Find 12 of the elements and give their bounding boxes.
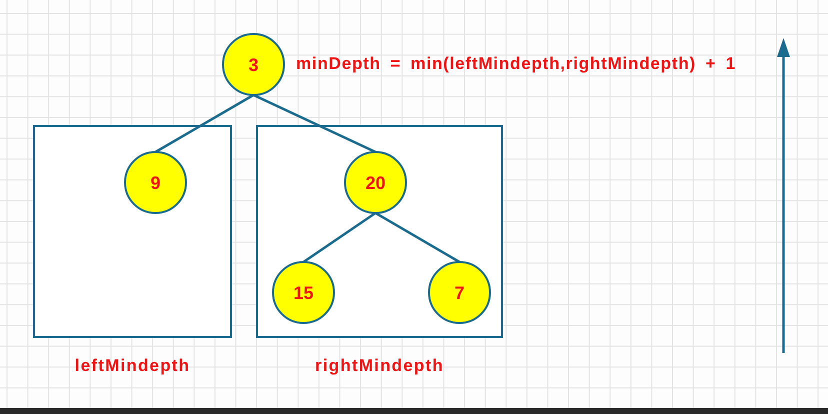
tree-edge-line — [252, 94, 376, 154]
tree-edge-line — [302, 212, 376, 264]
formula-text: minDepth = min(leftMindepth,rightMindepth) + 1 — [296, 54, 736, 74]
tree-edge-line — [154, 94, 254, 154]
node-value: 15 — [293, 282, 314, 302]
node-value: 3 — [248, 54, 258, 74]
node-value: 7 — [454, 282, 464, 302]
node-value: 20 — [365, 172, 386, 192]
node-value: 9 — [150, 172, 160, 192]
subtree-label: leftMindepth — [74, 356, 192, 376]
tree-edge-line — [374, 212, 460, 264]
subtree-label: rightMindepth — [314, 356, 445, 376]
